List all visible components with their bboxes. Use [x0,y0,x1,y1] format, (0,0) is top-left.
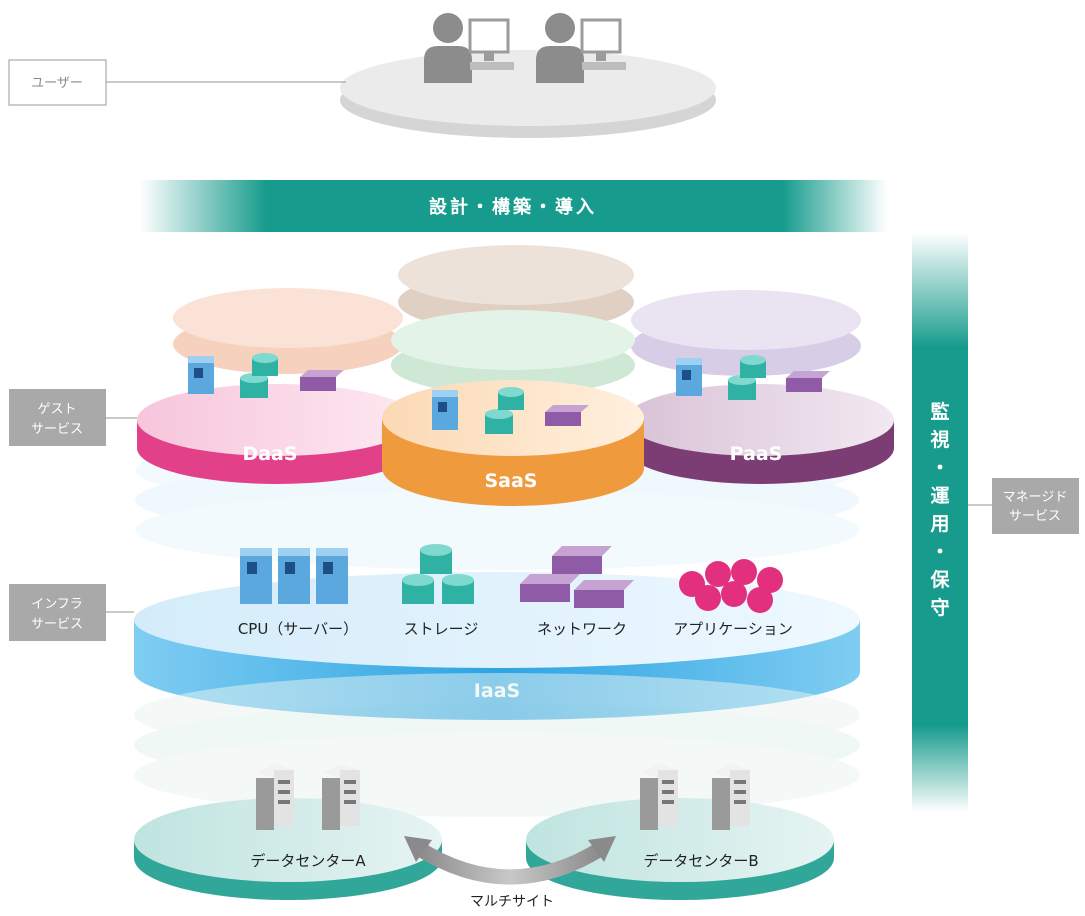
infra-service-line: インフラ [31,597,83,612]
infra-service-line: サービス [31,617,83,632]
design-build-band [140,180,887,232]
daas-resource-icons [188,353,344,398]
daas-label: DaaS [242,443,297,465]
tower-server-icon [322,764,360,830]
managed-service-line: サービス [1009,509,1061,524]
network-icon [545,405,589,426]
storage-icon [402,544,474,604]
side-band-char: 監 [930,400,949,423]
side-band-char: ・ [930,457,949,479]
user-at-computer-icon [536,13,626,83]
monitoring-operation-label: 監 視 ・ 運 用 ・ 保 守 [929,400,950,619]
datacenter-b [526,798,834,900]
cpu-server-icon [240,548,348,604]
saas-label: SaaS [484,470,537,492]
infra-service-label-box: インフラ サービス [9,584,106,641]
guest-service-label-box: ゲスト サービス [9,389,106,446]
managed-service-line: マネージド [1003,490,1068,505]
design-build-label: 設計・構築・導入 [429,196,597,218]
monitoring-operation-band [912,232,968,812]
storage-icon [728,355,766,400]
ghost-rings-lower [134,673,860,817]
resource-label-cpu: CPU（サーバー） [238,620,358,638]
tower-server-icon [712,764,750,830]
user-label: ユーザー [31,76,83,91]
tower-server-icon [256,764,294,830]
paas-resource-icons [676,355,830,400]
network-icon [520,546,634,608]
multisite-label: マルチサイト [470,894,554,910]
guest-service-line: ゲスト [37,402,76,417]
user-label-box: ユーザー [8,59,107,106]
user-at-computer-icon [424,13,514,83]
guest-service-line: サービス [31,422,83,437]
resource-label-storage: ストレージ [404,620,479,638]
paas-layer: PaaS [626,384,894,484]
server-icon [676,358,702,396]
side-band-char: 保 [929,568,950,591]
side-band-char: ・ [930,541,949,563]
managed-service-label-box: マネージド サービス [992,478,1079,534]
network-icon [786,371,830,392]
background-service-disks [173,245,861,395]
datacenter-a-label: データセンターA [250,852,366,870]
multisite-bidirectional-arrow-icon [404,836,616,885]
paas-label: PaaS [730,443,783,465]
side-band-char: 運 [930,485,949,507]
side-band-char: 守 [930,596,949,619]
datacenter-a [134,798,442,900]
side-band-char: 視 [929,428,949,451]
tower-server-icon [640,764,678,830]
storage-icon [240,353,278,398]
network-icon [300,370,344,391]
user-table [340,50,716,126]
user-group [340,13,716,138]
storage-icon [485,387,524,434]
saas-resource-icons [432,387,589,434]
datacenter-b-label: データセンターB [643,852,758,870]
application-icon [679,559,783,613]
resource-label-application: アプリケーション [673,620,793,638]
server-icon [188,356,214,394]
server-icon [432,390,458,430]
daas-layer: DaaS [137,384,417,484]
resource-label-network: ネットワーク [537,620,627,638]
side-band-char: 用 [930,513,949,535]
